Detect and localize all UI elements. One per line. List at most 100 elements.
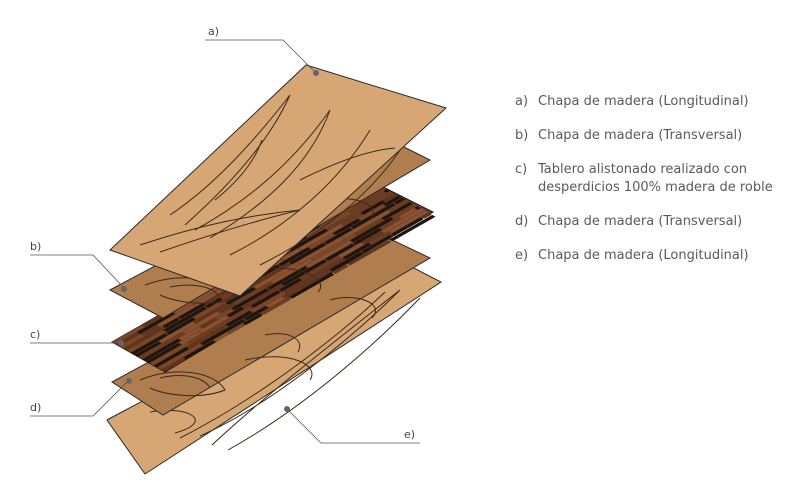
oak-strip bbox=[179, 331, 202, 345]
legend-key: e) bbox=[515, 248, 529, 263]
oak-strip bbox=[178, 326, 203, 341]
legend-item-a: a) Chapa de madera (Longitudinal) bbox=[515, 93, 795, 111]
legend-item-e: e) Chapa de madera (Longitudinal) bbox=[515, 247, 795, 265]
oak-strip bbox=[127, 330, 166, 353]
oak-strip bbox=[213, 332, 231, 342]
oak-strip bbox=[305, 240, 353, 268]
oak-strip bbox=[311, 234, 357, 261]
oak-strip bbox=[271, 258, 314, 283]
oak-strip bbox=[199, 315, 230, 333]
oak-strip bbox=[136, 312, 176, 335]
oak-strip bbox=[235, 281, 274, 304]
oak-strip bbox=[393, 197, 406, 205]
leader-d bbox=[30, 380, 129, 417]
legend-key: c) bbox=[515, 162, 528, 177]
oak-strip bbox=[141, 325, 160, 336]
oak-strip bbox=[193, 303, 228, 324]
layer-d-veneer bbox=[111, 234, 432, 416]
layer-a-sheet bbox=[109, 64, 447, 297]
oak-strip bbox=[188, 322, 226, 344]
oak-strip bbox=[250, 290, 281, 308]
oak-strip bbox=[350, 217, 394, 243]
oak-strip bbox=[200, 317, 218, 328]
oak-strip bbox=[281, 248, 301, 261]
legend-key: b) bbox=[515, 128, 529, 143]
oak-strip bbox=[223, 306, 253, 324]
legend-item-b: b) Chapa de madera (Transversal) bbox=[515, 127, 795, 145]
callout-label-a: a) bbox=[208, 25, 219, 38]
oak-strip bbox=[346, 240, 392, 266]
oak-strip bbox=[389, 214, 436, 242]
oak-strip bbox=[361, 231, 384, 245]
oak-strip bbox=[263, 263, 291, 280]
leader-a bbox=[205, 39, 317, 74]
oak-strip bbox=[162, 317, 180, 329]
oak-strip bbox=[329, 251, 364, 272]
oak-strip bbox=[326, 215, 352, 230]
oak-strip bbox=[310, 258, 345, 278]
oak-strip bbox=[369, 231, 391, 244]
dot-a bbox=[313, 70, 319, 76]
leader-e bbox=[286, 408, 420, 444]
leader-b bbox=[30, 254, 125, 289]
oak-strip bbox=[134, 341, 162, 357]
oak-strip bbox=[119, 334, 144, 349]
oak-strip bbox=[332, 264, 350, 274]
oak-strip bbox=[349, 191, 386, 213]
oak-strip bbox=[341, 210, 391, 239]
oak-strip bbox=[342, 242, 372, 260]
oak-strip bbox=[138, 332, 186, 359]
oak-strip bbox=[414, 206, 421, 210]
oak-strip bbox=[283, 276, 313, 294]
legend-text: Chapa de madera (Transversal) bbox=[538, 128, 743, 143]
oak-strip bbox=[298, 224, 344, 251]
oak-strip bbox=[288, 242, 327, 265]
oak-strip bbox=[358, 204, 386, 220]
oak-strip bbox=[287, 228, 329, 253]
legend-text: Tablero alistonado realizado con desperd… bbox=[538, 162, 773, 195]
dot-c bbox=[118, 340, 124, 346]
oak-strip bbox=[308, 233, 335, 249]
oak-strip bbox=[225, 287, 257, 305]
oak-strip bbox=[324, 227, 353, 245]
oak-strip bbox=[165, 317, 196, 335]
oak-strip bbox=[182, 312, 221, 334]
oak-strip bbox=[361, 234, 394, 253]
oak-strip bbox=[383, 195, 402, 207]
legend-text: Chapa de madera (Transversal) bbox=[538, 214, 743, 229]
oak-strip bbox=[226, 306, 245, 317]
oak-strip bbox=[360, 200, 386, 215]
oak-strip bbox=[282, 270, 332, 298]
oak-strip bbox=[173, 300, 196, 314]
oak-strip bbox=[228, 323, 246, 334]
oak-strip bbox=[130, 333, 169, 355]
legend-item-c: c) Tablero alistonado realizado con desp… bbox=[515, 161, 795, 197]
oak-strip bbox=[388, 210, 428, 233]
oak-strip bbox=[215, 308, 234, 320]
oak-strip bbox=[390, 217, 424, 236]
oak-strip bbox=[266, 296, 285, 308]
oak-strip bbox=[177, 302, 207, 320]
oak-strip bbox=[366, 187, 387, 199]
oak-strip bbox=[123, 326, 165, 351]
oak-strip bbox=[349, 191, 394, 217]
legend-item-d: d) Chapa de madera (Transversal) bbox=[515, 213, 795, 231]
oak-strip bbox=[421, 212, 432, 219]
layer-legend: a) Chapa de madera (Longitudinal) b) Cha… bbox=[515, 93, 795, 281]
oak-strip bbox=[267, 266, 309, 290]
oak-strip bbox=[338, 242, 364, 258]
dot-b bbox=[121, 286, 127, 292]
layer-a-grain bbox=[139, 94, 401, 266]
oak-strip bbox=[153, 346, 190, 368]
oak-strip bbox=[187, 325, 228, 349]
callout-label-e: e) bbox=[404, 428, 415, 441]
oak-strip bbox=[281, 259, 328, 286]
oak-strip bbox=[332, 218, 361, 235]
oak-strip bbox=[231, 288, 270, 311]
oak-strip bbox=[146, 342, 182, 364]
layer-a-veneer bbox=[109, 64, 447, 297]
oak-strip bbox=[250, 292, 286, 313]
oak-strip bbox=[260, 297, 292, 315]
oak-strip bbox=[325, 243, 355, 261]
oak-strip bbox=[278, 278, 303, 292]
